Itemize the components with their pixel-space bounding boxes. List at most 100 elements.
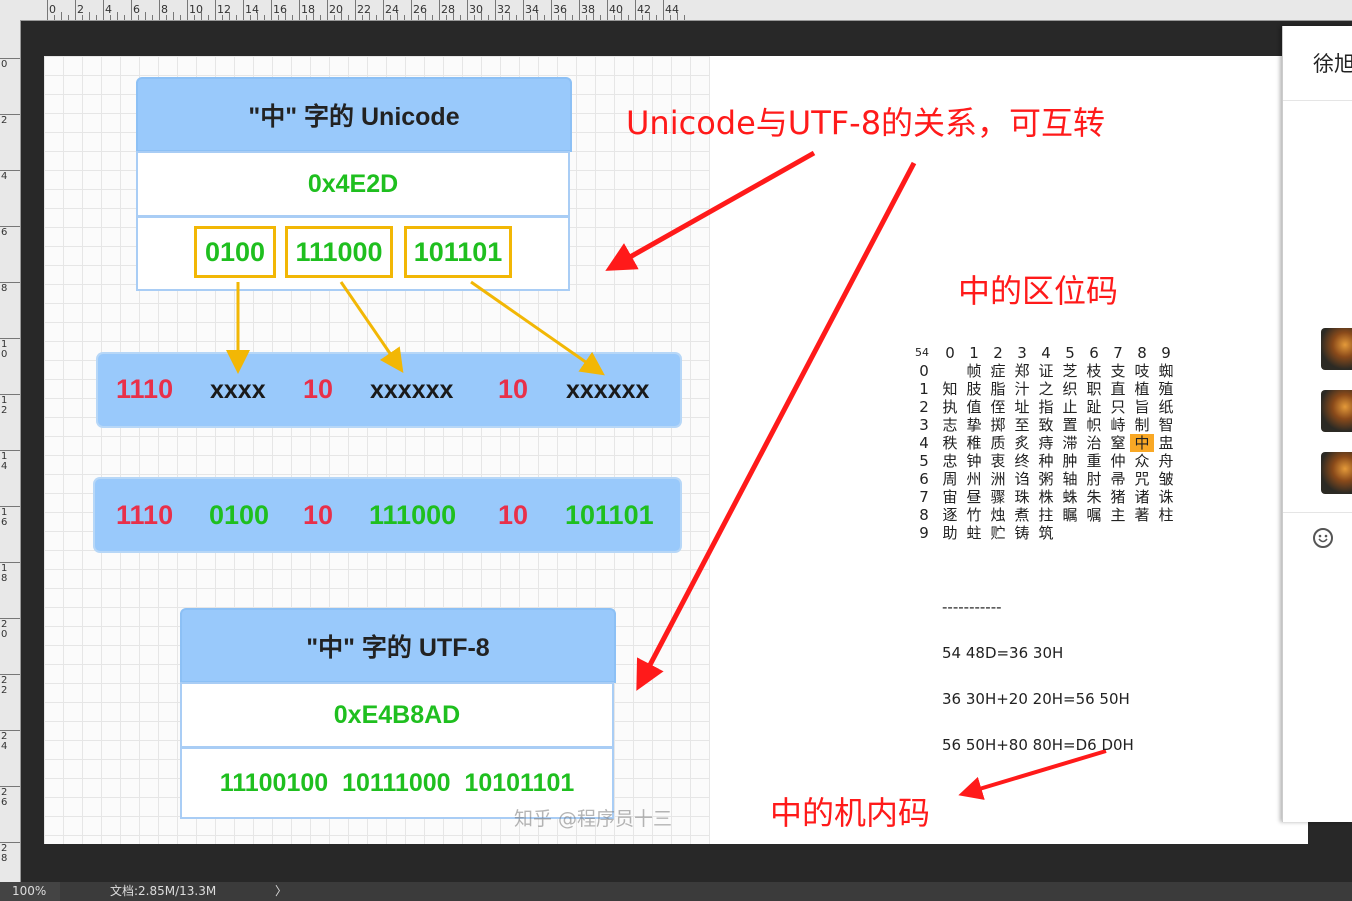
quwei-col-label: 6	[1089, 344, 1099, 362]
ruler-tick	[383, 0, 384, 20]
ruler-tick	[0, 282, 20, 283]
quwei-col-label: 5	[1065, 344, 1075, 362]
ruler-label: 8	[161, 3, 168, 16]
quwei-cell: 帜	[1086, 416, 1102, 434]
quwei-cell: 治	[1086, 434, 1102, 452]
ruler-label: 40	[609, 3, 623, 16]
ruler-minor-tick	[558, 15, 559, 20]
quwei-cell: 症	[990, 362, 1006, 380]
ruler-tick	[467, 0, 468, 20]
thumbnail-image[interactable]	[1321, 452, 1352, 494]
ruler-minor-tick	[586, 15, 587, 20]
quwei-cell: 吱	[1134, 362, 1150, 380]
zoom-level[interactable]: 100%	[0, 882, 60, 901]
ruler-label: 26	[1, 787, 8, 808]
ruler-tick	[159, 0, 160, 20]
quwei-cell: 脂	[990, 380, 1006, 398]
ruler-tick	[551, 0, 552, 20]
quwei-col-label: 0	[945, 344, 955, 362]
ruler-label: 14	[1, 451, 8, 472]
ruler-label: 2	[77, 3, 84, 16]
ruler-label: 10	[189, 3, 203, 16]
ruler-label: 12	[1, 395, 8, 416]
quwei-cell: 终	[1014, 452, 1030, 470]
filled-prefix: 10	[303, 500, 334, 530]
quwei-col-label: 7	[1113, 344, 1123, 362]
quwei-cell: 直	[1110, 380, 1126, 398]
ruler-tick	[0, 730, 20, 731]
quwei-cell: 嘱	[1086, 506, 1102, 524]
quwei-cell: 拄	[1038, 506, 1054, 524]
ruler-tick	[0, 226, 20, 227]
ruler-minor-tick	[264, 15, 265, 20]
quwei-row-label: 7	[919, 488, 929, 506]
ruler-label: 18	[1, 563, 8, 584]
quwei-cell: 帚	[1110, 470, 1126, 488]
quwei-cell: 止	[1062, 398, 1078, 416]
quwei-row-label: 3	[919, 416, 929, 434]
ruler-minor-tick	[362, 15, 363, 20]
quwei-cell: 州	[966, 470, 982, 488]
status-menu-arrow[interactable]: 〉	[275, 884, 288, 898]
ruler-minor-tick	[516, 15, 517, 20]
ruler-minor-tick	[670, 15, 671, 20]
ruler-tick	[0, 338, 20, 339]
ruler-label: 28	[1, 843, 8, 864]
thumbnail-image[interactable]	[1321, 390, 1352, 432]
ruler-tick	[0, 114, 20, 115]
ruler-minor-tick	[369, 12, 370, 20]
ruler-minor-tick	[432, 15, 433, 20]
ruler-label: 10	[1, 339, 8, 360]
quwei-cell: 众	[1134, 452, 1150, 470]
quwei-cell: 诌	[1014, 470, 1030, 488]
watermark: 知乎 @程序员十三	[514, 808, 673, 830]
calc-line-2: 36 30H+20 20H=56 50H	[942, 690, 1130, 708]
quwei-cell: 洲	[990, 470, 1006, 488]
ruler-minor-tick	[614, 15, 615, 20]
quwei-cell: 炙	[1014, 434, 1030, 452]
quwei-cell: 周	[942, 470, 958, 488]
quwei-cell: 窒	[1110, 434, 1126, 452]
ruler-tick	[0, 842, 20, 843]
document-canvas[interactable]: "中" 字的 Unicode 0x4E2D 0100 111000 101101…	[44, 56, 1308, 844]
filled-bits: 111000	[369, 500, 457, 530]
right-side-panel[interactable]: 徐旭	[1282, 26, 1352, 822]
ruler-minor-tick	[537, 12, 538, 20]
ruler-minor-tick	[89, 12, 90, 20]
utf8-binary: 11100100 10111000 10101101	[180, 747, 614, 819]
ruler-minor-tick	[117, 12, 118, 20]
quwei-row-label: 9	[919, 524, 929, 542]
ruler-tick	[0, 450, 20, 451]
calc-line-3: 56 50H+80 80H=D6 D0H	[942, 736, 1134, 754]
ruler-minor-tick	[292, 15, 293, 20]
ruler-label: 20	[329, 3, 343, 16]
ruler-tick	[411, 0, 412, 20]
ruler-minor-tick	[313, 12, 314, 20]
binary-group-1: 0100	[194, 226, 276, 278]
quwei-cell: 侄	[990, 398, 1006, 416]
quwei-annotation: 中的区位码	[958, 272, 1119, 310]
unicode-binary-groups: 0100 111000 101101	[136, 216, 570, 291]
quwei-cell: 竹	[966, 506, 982, 524]
ruler-minor-tick	[152, 15, 153, 20]
quwei-col-label: 4	[1041, 344, 1051, 362]
ruler-minor-tick	[68, 15, 69, 20]
quwei-cell: 知	[942, 380, 958, 398]
ruler-minor-tick	[334, 15, 335, 20]
ruler-tick	[0, 58, 20, 59]
quwei-cell: 主	[1110, 506, 1126, 524]
smiley-icon[interactable]	[1313, 528, 1333, 548]
ruler-minor-tick	[425, 12, 426, 20]
quwei-cell: 铸	[1014, 524, 1030, 542]
quwei-cell: 稚	[966, 434, 982, 452]
thumbnail-image[interactable]	[1321, 328, 1352, 370]
ruler-tick	[635, 0, 636, 20]
ruler-minor-tick	[649, 12, 650, 20]
ruler-minor-tick	[642, 15, 643, 20]
ruler-label: 26	[413, 3, 427, 16]
quwei-cell: 滞	[1062, 434, 1078, 452]
